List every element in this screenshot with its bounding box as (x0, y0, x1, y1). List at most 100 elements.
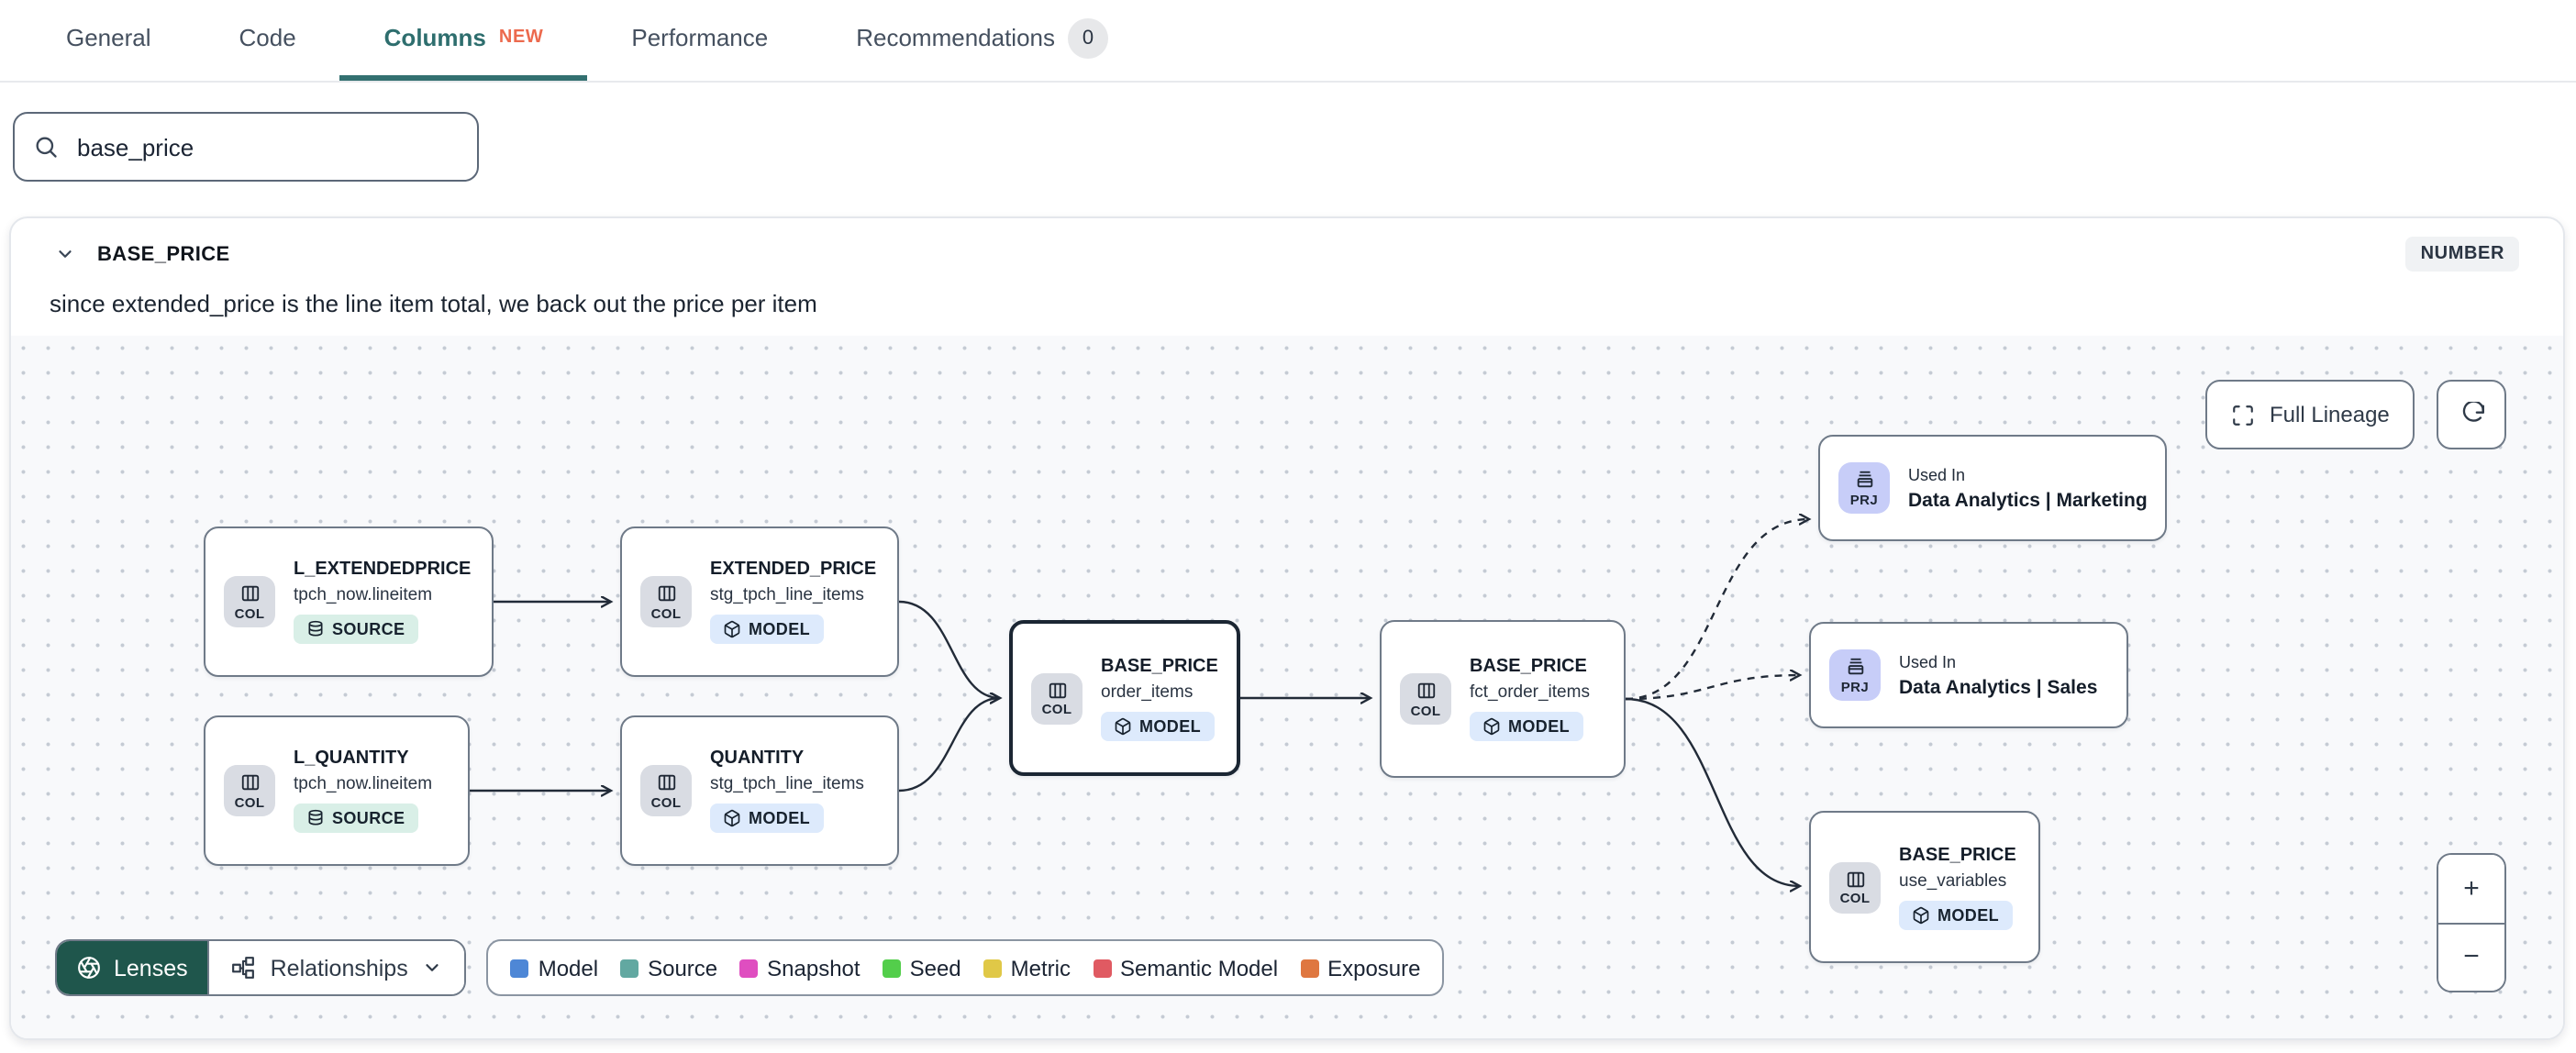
new-badge: NEW (498, 28, 544, 48)
source-badge: SOURCE (294, 615, 418, 644)
search-icon (36, 137, 57, 158)
collapse-chevron-button[interactable] (55, 244, 75, 264)
badge-label: MODEL (749, 809, 810, 827)
chip-label: COL (234, 604, 265, 621)
chip-label: COL (234, 793, 265, 810)
search-input[interactable] (73, 131, 459, 162)
column-chip: COL (224, 765, 275, 816)
columns-icon (240, 774, 259, 791)
lineage-legend: Model Source Snapshot Seed Metric Semant… (486, 939, 1445, 996)
legend-item-metric: Metric (983, 955, 1071, 981)
node-title: BASE_PRICE (1470, 657, 1587, 677)
legend-swatch (510, 959, 529, 977)
refresh-lineage-button[interactable] (2437, 380, 2506, 449)
tab-recommendations-label: Recommendations (856, 24, 1055, 51)
columns-icon (1416, 682, 1435, 699)
column-title: BASE_PRICE (97, 243, 230, 265)
used-in-label: Used In (1908, 465, 1966, 483)
lineage-node-exposure-sales[interactable]: PRJ Used In Data Analytics | Sales (1809, 622, 2128, 728)
project-icon (1847, 658, 1863, 675)
recommendations-count-badge: 0 (1068, 17, 1108, 58)
column-details-panel: BASE_PRICE NUMBER since extended_price i… (9, 216, 2565, 1040)
lineage-node-l-extendedprice[interactable]: COL L_EXTENDEDPRICE tpch_now.lineitem SO… (204, 526, 494, 677)
model-badge: MODEL (1101, 711, 1214, 740)
legend-label: Metric (1010, 955, 1071, 981)
columns-icon (1048, 682, 1066, 698)
tab-general[interactable]: General (22, 0, 195, 81)
fullscreen-icon (2233, 405, 2253, 425)
search-row (0, 83, 2576, 182)
legend-item-seed: Seed (882, 955, 961, 981)
chevron-down-icon (427, 964, 439, 971)
column-chip: COL (640, 576, 692, 627)
chip-label: COL (1410, 702, 1441, 718)
lineage-node-exposure-marketing[interactable]: PRJ Used In Data Analytics | Marketing (1818, 435, 2167, 541)
tab-performance[interactable]: Performance (587, 0, 812, 81)
node-title: L_EXTENDEDPRICE (294, 560, 472, 580)
lenses-label: Lenses (114, 955, 188, 981)
model-badge: MODEL (1899, 900, 2012, 929)
lenses-group: Lenses Relationships (55, 939, 467, 996)
cube-icon (724, 620, 740, 638)
chip-label: COL (1041, 701, 1072, 717)
legend-label: Seed (909, 955, 961, 981)
node-subtitle: stg_tpch_line_items (710, 774, 864, 794)
columns-icon (240, 585, 259, 602)
tab-columns[interactable]: Columns NEW (339, 0, 588, 81)
columns-icon (657, 774, 675, 791)
column-search[interactable] (13, 112, 479, 182)
legend-swatch (1300, 959, 1319, 977)
lineage-node-base-price-fct-order-items[interactable]: COL BASE_PRICE fct_order_items MODEL (1380, 620, 1626, 778)
full-lineage-button[interactable]: Full Lineage (2205, 380, 2415, 449)
relationships-dropdown[interactable]: Relationships (207, 941, 465, 994)
tab-code-label: Code (239, 24, 296, 51)
column-chip: COL (640, 765, 692, 816)
tab-code[interactable]: Code (195, 0, 340, 81)
lineage-node-base-price-order-items[interactable]: COL BASE_PRICE order_items MODEL (1009, 620, 1240, 776)
legend-swatch (882, 959, 901, 977)
lineage-node-base-price-use-variables[interactable]: COL BASE_PRICE use_variables MODEL (1809, 811, 2040, 963)
project-chip: PRJ (1829, 649, 1881, 701)
tab-bar: General Code Columns NEW Performance Rec… (0, 0, 2576, 83)
project-icon (1856, 471, 1872, 488)
tab-recommendations[interactable]: Recommendations 0 (812, 0, 1152, 81)
relationships-label: Relationships (270, 955, 408, 981)
badge-label: MODEL (749, 620, 810, 638)
chip-label: COL (650, 793, 682, 810)
zoom-in-button[interactable]: + (2438, 855, 2504, 924)
project-chip: PRJ (1838, 462, 1890, 514)
column-type-badge: NUMBER (2405, 237, 2519, 272)
chip-label: COL (1839, 890, 1871, 906)
cube-icon (724, 809, 740, 827)
lineage-graph-canvas[interactable]: COL L_EXTENDEDPRICE tpch_now.lineitem SO… (11, 336, 2563, 1038)
node-subtitle: tpch_now.lineitem (294, 774, 433, 794)
legend-label: Model (538, 955, 599, 981)
legend-swatch (1093, 959, 1111, 977)
node-title: BASE_PRICE (1101, 656, 1218, 676)
node-title: L_QUANTITY (294, 748, 409, 769)
lineage-node-quantity[interactable]: COL QUANTITY stg_tpch_line_items MODEL (620, 715, 899, 866)
node-title: BASE_PRICE (1899, 845, 2016, 865)
exposure-name: Data Analytics | Sales (1899, 676, 2098, 698)
column-chip: COL (1829, 861, 1881, 913)
aperture-icon (78, 957, 100, 979)
column-chip: COL (1400, 673, 1451, 725)
column-chip: COL (1031, 672, 1083, 724)
lineage-node-extended-price[interactable]: COL EXTENDED_PRICE stg_tpch_line_items M… (620, 526, 899, 677)
used-in-label: Used In (1899, 652, 1957, 671)
chevron-down-icon (59, 250, 72, 258)
chip-label: PRJ (1840, 678, 1870, 694)
tab-columns-label: Columns (383, 24, 486, 51)
badge-label: MODEL (1139, 716, 1201, 735)
column-header: BASE_PRICE NUMBER (11, 218, 2563, 272)
lenses-button[interactable]: Lenses (57, 941, 208, 994)
legend-label: Source (648, 955, 718, 981)
legend-item-model: Model (510, 955, 599, 981)
legend-label: Snapshot (767, 955, 861, 981)
database-icon (308, 620, 323, 637)
lineage-node-l-quantity[interactable]: COL L_QUANTITY tpch_now.lineitem SOURCE (204, 715, 470, 866)
node-title: QUANTITY (710, 748, 805, 769)
zoom-out-button[interactable]: − (2438, 924, 2504, 991)
node-subtitle: fct_order_items (1470, 682, 1590, 703)
